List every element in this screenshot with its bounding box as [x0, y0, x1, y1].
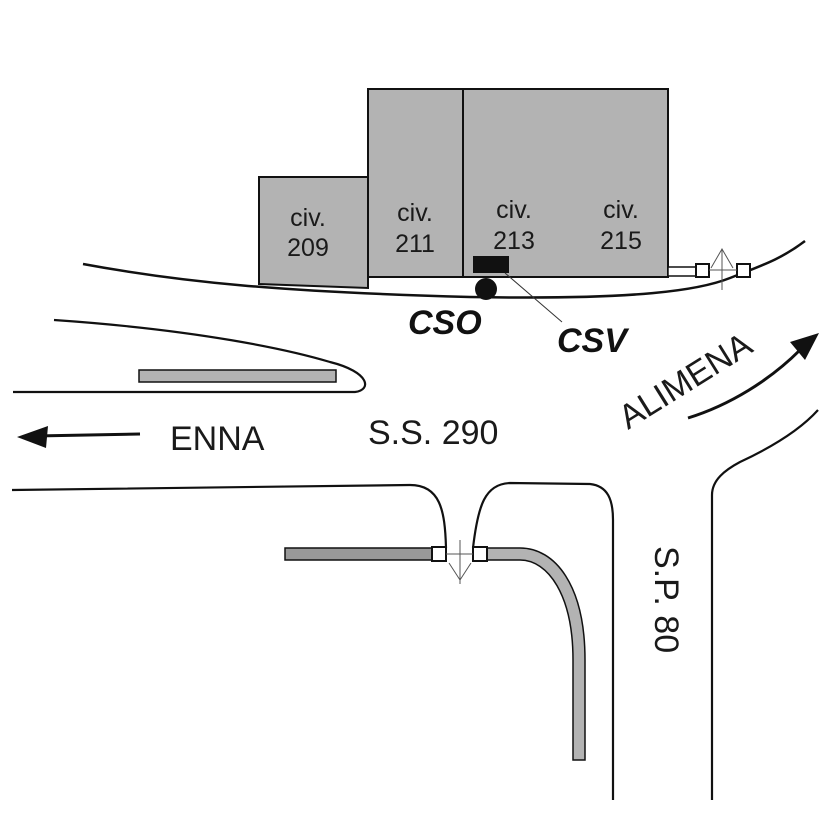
gate-symbol-south	[446, 540, 473, 584]
gate-symbol-north	[709, 248, 737, 290]
building-215-label-line1: civ.	[603, 196, 639, 224]
building-209-label-line1: civ.	[290, 204, 326, 232]
northeast-direction-label: ALIMENA	[612, 325, 759, 436]
csv-leader-line	[504, 272, 563, 323]
gate-bar-north	[667, 266, 697, 277]
road-edge-south-east	[471, 481, 615, 800]
side-road-label: S.P. 80	[647, 546, 685, 653]
post-north-right	[736, 263, 751, 278]
building-211-label-line1: civ.	[397, 199, 433, 227]
barrier-west	[284, 547, 433, 561]
post-left	[431, 546, 447, 562]
road-edge-sp80-east	[710, 409, 819, 800]
building-213-label-line1: civ.	[496, 196, 532, 224]
csv-label: CSV	[557, 322, 630, 360]
road-edge-south-west	[11, 483, 448, 549]
building-209	[258, 176, 369, 290]
cso-label: CSO	[408, 304, 482, 342]
buildings	[258, 88, 669, 290]
post-right	[472, 546, 488, 562]
arrow-left-icon	[17, 426, 141, 448]
building-213-215	[462, 88, 669, 278]
building-213-label-line2: 213	[493, 227, 535, 255]
building-209-label-line2: 209	[287, 234, 329, 262]
building-211-label-line2: 211	[395, 230, 435, 258]
main-road-label: S.S. 290	[368, 414, 498, 452]
csv-marker	[473, 256, 509, 273]
post-north-left	[695, 263, 710, 278]
west-direction-label: ENNA	[170, 420, 265, 458]
median-barrier	[138, 369, 337, 383]
building-215-label-line2: 215	[600, 227, 642, 255]
cso-marker	[475, 278, 497, 300]
median-island-edge	[13, 318, 367, 394]
arrow-up-right-icon	[687, 333, 819, 420]
barrier-curve	[486, 547, 586, 761]
